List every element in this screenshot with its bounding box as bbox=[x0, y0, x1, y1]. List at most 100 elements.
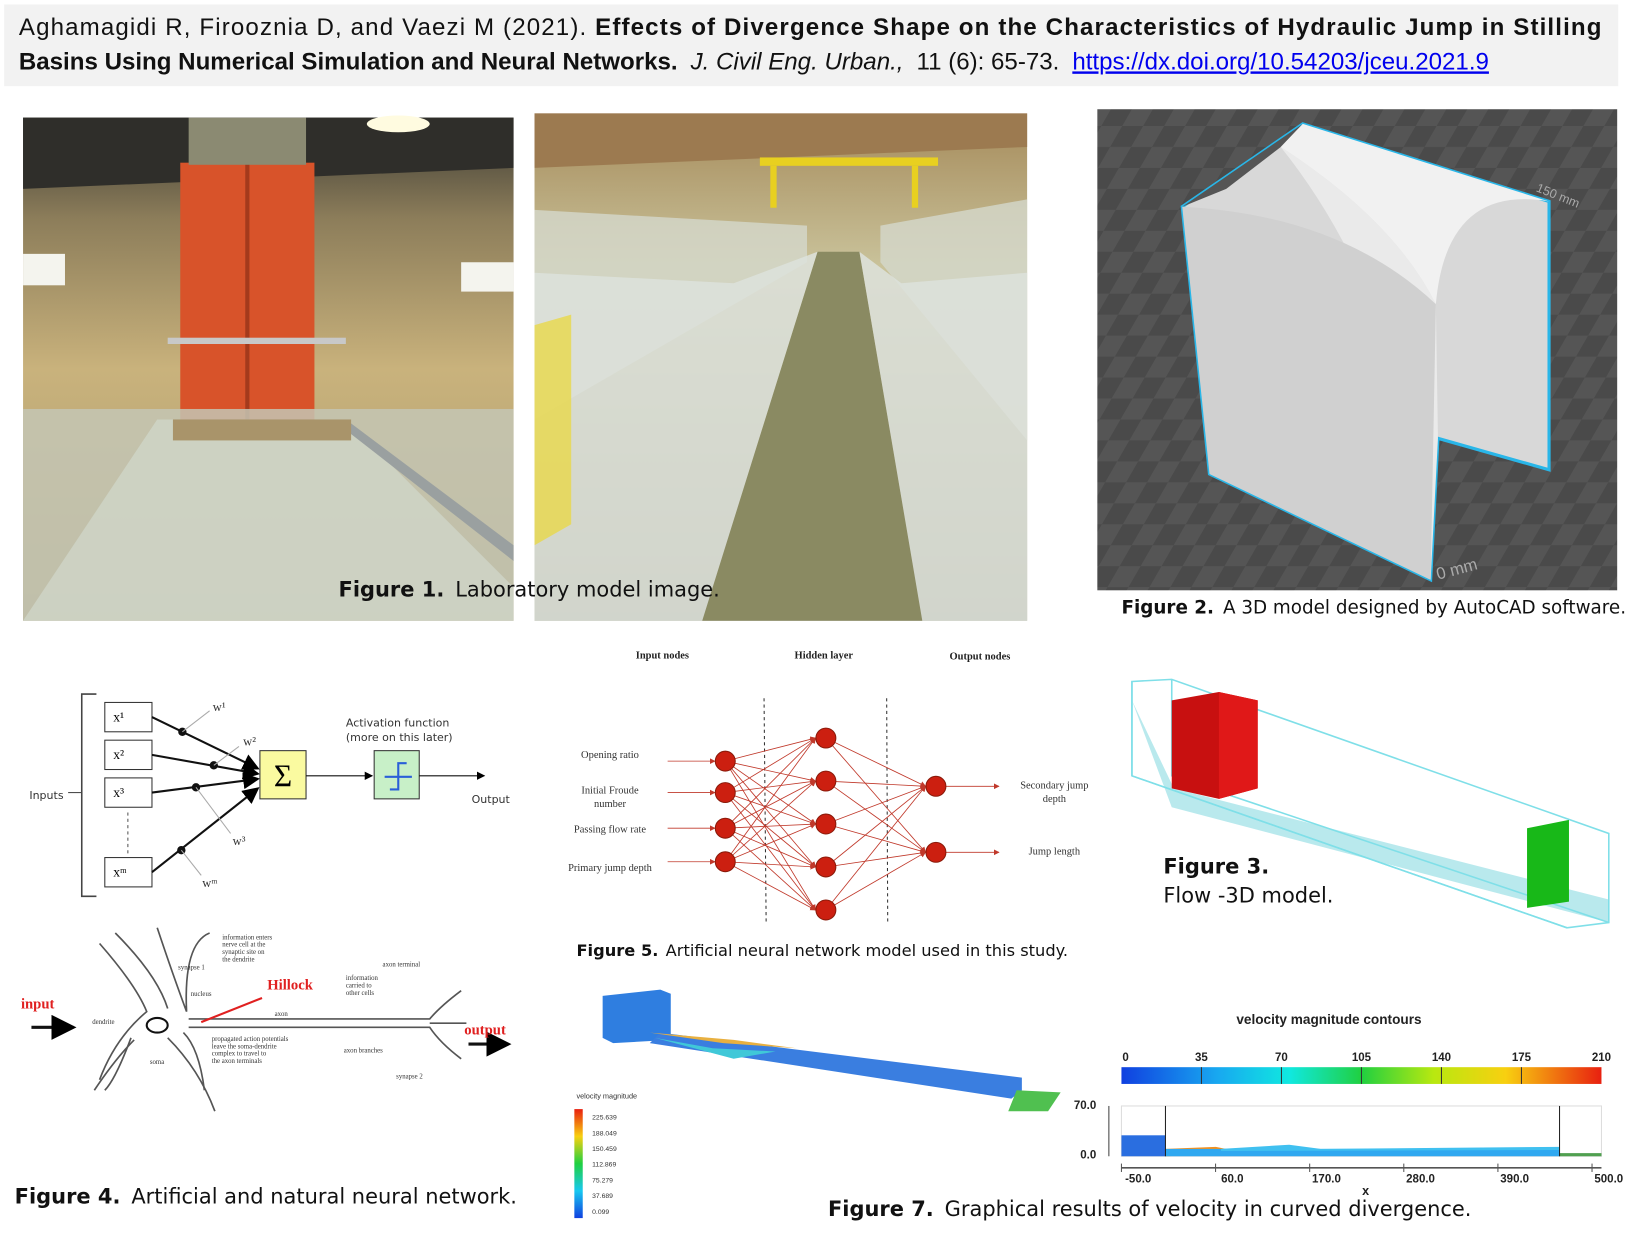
ann-edge bbox=[825, 823, 927, 854]
weight-wm: wᵐ bbox=[202, 876, 217, 890]
legend-colorbar bbox=[574, 1109, 583, 1219]
weight-w2: w² bbox=[243, 734, 256, 748]
header-input-nodes: Input nodes bbox=[636, 650, 689, 661]
colorbar-tick: 140 bbox=[1432, 1052, 1451, 1064]
colorbar-tick: 70 bbox=[1275, 1052, 1288, 1064]
hidden-node bbox=[815, 770, 837, 792]
figure5-ann-diagram: Input nodes Hidden layer Output nodes Op… bbox=[568, 650, 1089, 923]
ann-edge bbox=[825, 780, 927, 853]
nucleus-label: nucleus bbox=[191, 991, 212, 998]
legend-tick: 188.049 bbox=[592, 1130, 617, 1137]
citation-volume: 11 (6): 65-73. bbox=[916, 48, 1059, 75]
input-label-froude-2: number bbox=[594, 799, 626, 810]
sigma-symbol: Σ bbox=[274, 758, 292, 793]
colorbar-tick: 0 bbox=[1122, 1052, 1128, 1064]
header-output-nodes: Output nodes bbox=[950, 651, 1011, 662]
legend-tick: 112.869 bbox=[592, 1162, 616, 1169]
citation-journal: J. Civil Eng. Urban., bbox=[690, 48, 904, 75]
ann-edge bbox=[725, 792, 817, 826]
output-label-secondary-depth: Secondary jump bbox=[1020, 780, 1088, 791]
input-node bbox=[714, 750, 736, 772]
synapse1-label: synapse 1 bbox=[178, 965, 205, 972]
activation-box bbox=[373, 750, 420, 800]
output-label-jump-length: Jump length bbox=[1029, 846, 1081, 857]
ann-edge bbox=[825, 737, 927, 853]
step-function-icon bbox=[384, 762, 412, 791]
ann-edge bbox=[825, 785, 927, 868]
colorbar-tick: 175 bbox=[1512, 1052, 1532, 1064]
input-label-primary-depth: Primary jump depth bbox=[568, 863, 653, 874]
input-label-flow-rate: Passing flow rate bbox=[574, 824, 646, 835]
figure1-caption-text: Laboratory model image. bbox=[455, 578, 720, 602]
figure2-3d-model: 150 mm 0 mm bbox=[1097, 109, 1618, 591]
citation-line-2: Basins Using Numerical Simulation and Ne… bbox=[19, 48, 1489, 75]
ann-edge bbox=[725, 823, 817, 863]
hillock-label: Hillock bbox=[267, 978, 313, 994]
figure1-label: Figure 1. bbox=[339, 578, 445, 602]
weight-w3: w³ bbox=[233, 834, 246, 848]
figure3-caption-text: Flow -3D model. bbox=[1163, 884, 1333, 908]
axon-terminal-label: axon terminal bbox=[383, 962, 421, 969]
input-x1: x¹ bbox=[113, 709, 124, 724]
ann-edge bbox=[724, 737, 816, 829]
figure3-label: Figure 3. bbox=[1163, 854, 1269, 878]
ann-edge bbox=[725, 780, 817, 829]
ann-edge bbox=[825, 851, 927, 911]
figure1-photo-left bbox=[23, 115, 514, 621]
citation-banner bbox=[4, 4, 1619, 87]
ann-edge bbox=[825, 850, 927, 868]
ann-edge bbox=[725, 792, 817, 868]
ann-edge bbox=[725, 827, 817, 868]
ann-edge bbox=[825, 780, 927, 789]
x-tick: -50.0 bbox=[1125, 1173, 1151, 1185]
ann-edge bbox=[725, 821, 817, 829]
ann-edge bbox=[724, 780, 817, 863]
figure7-3d-velocity: velocity magnitude 225.639188.049150.459… bbox=[574, 989, 1061, 1219]
activation-label: Activation function bbox=[346, 717, 450, 730]
axon-branches-label: axon branches bbox=[344, 1048, 383, 1055]
legend-tick: 225.639 bbox=[592, 1115, 617, 1122]
contour-title: velocity magnitude contours bbox=[1236, 1012, 1422, 1027]
input-label-froude: Initial Froude bbox=[581, 786, 639, 797]
legend-tick: 37.689 bbox=[592, 1193, 613, 1200]
figure5-caption-text: Artificial neural network model used in … bbox=[666, 941, 1068, 960]
inputs-label: Inputs bbox=[29, 789, 63, 802]
figure1-photo-right bbox=[534, 113, 1028, 621]
header-hidden-layer: Hidden layer bbox=[795, 650, 854, 661]
figure3-flow3d-model: Figure 3. Flow -3D model. bbox=[1131, 678, 1610, 929]
legend-tick: 150.459 bbox=[592, 1146, 617, 1153]
ann-edge bbox=[724, 737, 816, 862]
figure2-label: Figure 2. bbox=[1121, 597, 1214, 618]
axon-label: axon bbox=[275, 1011, 289, 1018]
ann-edge bbox=[825, 785, 926, 911]
figure2-caption-text: A 3D model designed by AutoCAD software. bbox=[1223, 597, 1626, 618]
output-node bbox=[925, 841, 947, 863]
figure5-caption: Figure 5. Artificial neural network mode… bbox=[576, 941, 1068, 960]
input-label-opening-ratio: Opening ratio bbox=[581, 750, 639, 761]
x-tick: 170.0 bbox=[1312, 1173, 1341, 1185]
neuron-output-label: output bbox=[464, 1023, 506, 1039]
neuron-input-label: input bbox=[21, 996, 55, 1012]
synapse2-label: synapse 2 bbox=[396, 1074, 423, 1081]
input-node bbox=[714, 817, 736, 839]
figure7-caption: Figure 7. Graphical results of velocity … bbox=[828, 1197, 1471, 1221]
input-node bbox=[714, 782, 736, 804]
y-tick: 70.0 bbox=[1074, 1100, 1096, 1112]
weight-w1: w¹ bbox=[213, 700, 226, 714]
figure4-caption-text: Artificial and natural neural network. bbox=[131, 1184, 517, 1208]
doi-link[interactable]: https://dx.doi.org/10.54203/jceu.2021.9 bbox=[1072, 48, 1489, 75]
legend-tick: 0.099 bbox=[592, 1209, 609, 1216]
x-tick: 280.0 bbox=[1406, 1173, 1435, 1185]
citation-title-1: Effects of Divergence Shape on the Chara… bbox=[595, 14, 1601, 41]
ann-edge bbox=[725, 760, 817, 825]
ann-edge bbox=[725, 778, 817, 793]
figure4-caption: Figure 4. Artificial and natural neural … bbox=[15, 1184, 517, 1208]
citation-authors: Aghamagidi R, Firooznia D, and Vaezi M (… bbox=[19, 14, 586, 41]
input-node bbox=[714, 851, 736, 873]
summation-box bbox=[259, 750, 307, 800]
x-tick: 500.0 bbox=[1594, 1173, 1623, 1185]
